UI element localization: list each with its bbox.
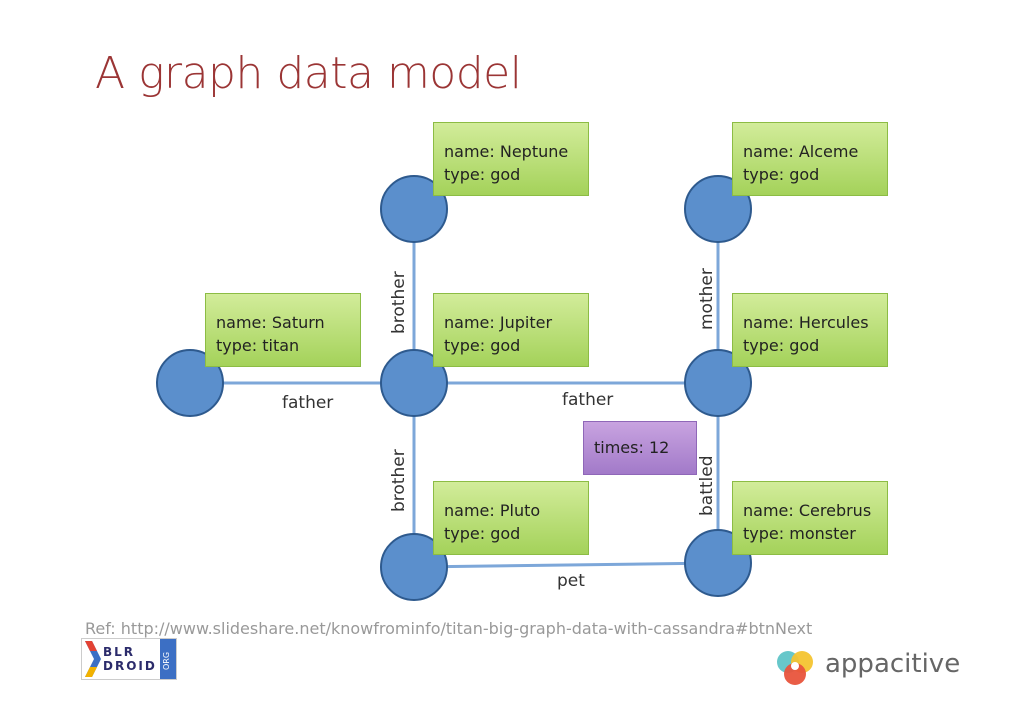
- blrdroid-org-tag: ORG: [160, 639, 176, 679]
- appacitive-logo-icon: [777, 651, 813, 685]
- props-alceme: name: Alceme type: god: [732, 122, 888, 196]
- prop-value: Pluto: [499, 501, 541, 520]
- prop-value: Neptune: [499, 142, 569, 161]
- blrdroid-org-text: ORG: [162, 651, 171, 670]
- edge-property-key: times:: [594, 438, 644, 457]
- props-neptune: name: Neptune type: god: [433, 122, 589, 196]
- prop-value: Saturn: [271, 313, 325, 332]
- blrdroid-logo: BLR DROID ORG: [81, 638, 177, 680]
- prop-key: name:: [444, 501, 495, 520]
- prop-key: name:: [743, 313, 794, 332]
- vertex-pluto[interactable]: [380, 533, 448, 601]
- props-saturn: name: Saturn type: titan: [205, 293, 361, 367]
- blrdroid-line2: DROID: [103, 659, 157, 673]
- prop-key: type:: [444, 524, 486, 543]
- prop-value: god: [789, 336, 820, 355]
- prop-key: name:: [444, 142, 495, 161]
- slide-title: A graph data model: [95, 48, 522, 99]
- prop-value: god: [490, 524, 521, 543]
- prop-value: monster: [789, 524, 856, 543]
- prop-key: type:: [743, 165, 785, 184]
- edge-label-jupiter-pluto: brother: [389, 449, 409, 512]
- props-hercules: name: Hercules type: god: [732, 293, 888, 367]
- appacitive-wordmark: appacitive: [825, 649, 961, 679]
- props-jupiter: name: Jupiter type: god: [433, 293, 589, 367]
- prop-key: type:: [444, 336, 486, 355]
- prop-key: name:: [743, 501, 794, 520]
- prop-value: Cerebrus: [798, 501, 872, 520]
- edge-label-alceme-hercules: mother: [697, 268, 717, 330]
- blrdroid-chevron-icon: [85, 641, 101, 677]
- blrdroid-line1: BLR: [103, 645, 136, 659]
- prop-key: type:: [743, 524, 785, 543]
- edge-label-pluto-cerebrus: pet: [557, 571, 585, 591]
- prop-key: type:: [444, 165, 486, 184]
- edge-property-box: times: 12: [583, 421, 697, 475]
- edge-label-saturn-jupiter: father: [282, 393, 334, 413]
- prop-key: name:: [743, 142, 794, 161]
- edge-label-jupiter-hercules: father: [562, 390, 614, 410]
- prop-value: titan: [262, 336, 300, 355]
- reference-link[interactable]: Ref: http://www.slideshare.net/knowfromi…: [85, 619, 813, 638]
- vertex-jupiter[interactable]: [380, 349, 448, 417]
- edge-pluto-cerebrus: [413, 561, 719, 569]
- prop-key: name:: [216, 313, 267, 332]
- edge-label-jupiter-neptune: brother: [389, 271, 409, 334]
- prop-key: type:: [216, 336, 258, 355]
- prop-value: Hercules: [798, 313, 869, 332]
- vertex-neptune[interactable]: [380, 175, 448, 243]
- prop-key: name:: [444, 313, 495, 332]
- prop-key: type:: [743, 336, 785, 355]
- prop-value: Alceme: [798, 142, 859, 161]
- prop-value: Jupiter: [499, 313, 553, 332]
- edge-label-hercules-cerebrus: battled: [697, 455, 717, 516]
- blrdroid-wordmark: BLR DROID: [103, 645, 157, 673]
- edge-property-value: 12: [648, 438, 670, 457]
- prop-value: god: [789, 165, 820, 184]
- props-pluto: name: Pluto type: god: [433, 481, 589, 555]
- prop-value: god: [490, 165, 521, 184]
- props-cerebrus: name: Cerebrus type: monster: [732, 481, 888, 555]
- prop-value: god: [490, 336, 521, 355]
